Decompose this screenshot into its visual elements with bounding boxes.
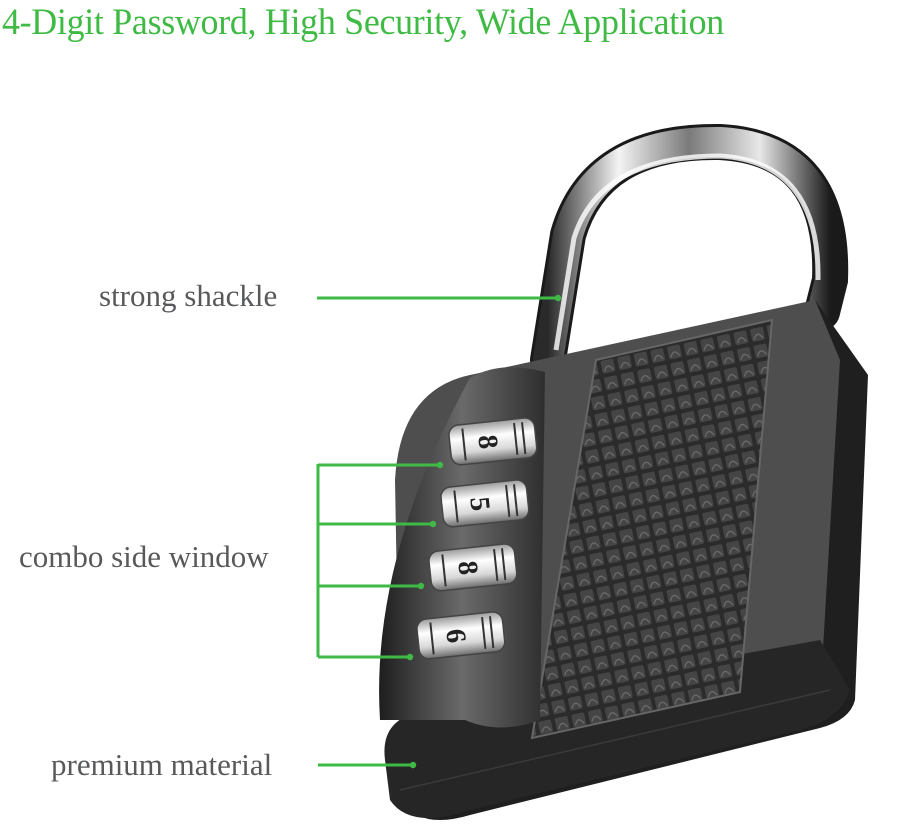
callout-label-premium-material: premium material bbox=[51, 747, 273, 782]
headline-title: 4-Digit Password, High Security, Wide Ap… bbox=[1, 2, 724, 43]
callout-line-material bbox=[318, 761, 417, 769]
textured-grip-panel bbox=[532, 320, 772, 738]
callout-bracket-combo bbox=[316, 461, 444, 661]
dial-digit: 6 bbox=[439, 627, 471, 644]
dial-4: 6 bbox=[416, 611, 506, 660]
dial-2: 5 bbox=[440, 479, 530, 528]
dial-digit: 8 bbox=[471, 433, 503, 450]
shackle-icon bbox=[530, 123, 849, 378]
combination-dials: 8 5 8 6 bbox=[416, 417, 538, 660]
callout-line-shackle bbox=[317, 294, 562, 302]
dial-3: 8 bbox=[428, 543, 518, 592]
dial-1: 8 bbox=[448, 417, 538, 466]
dial-digit: 8 bbox=[451, 559, 483, 576]
callout-label-combo-side-window: combo side window bbox=[19, 539, 269, 574]
callout-label-strong-shackle: strong shackle bbox=[99, 278, 278, 313]
callout-lines bbox=[316, 294, 562, 769]
dial-digit: 5 bbox=[463, 495, 495, 512]
